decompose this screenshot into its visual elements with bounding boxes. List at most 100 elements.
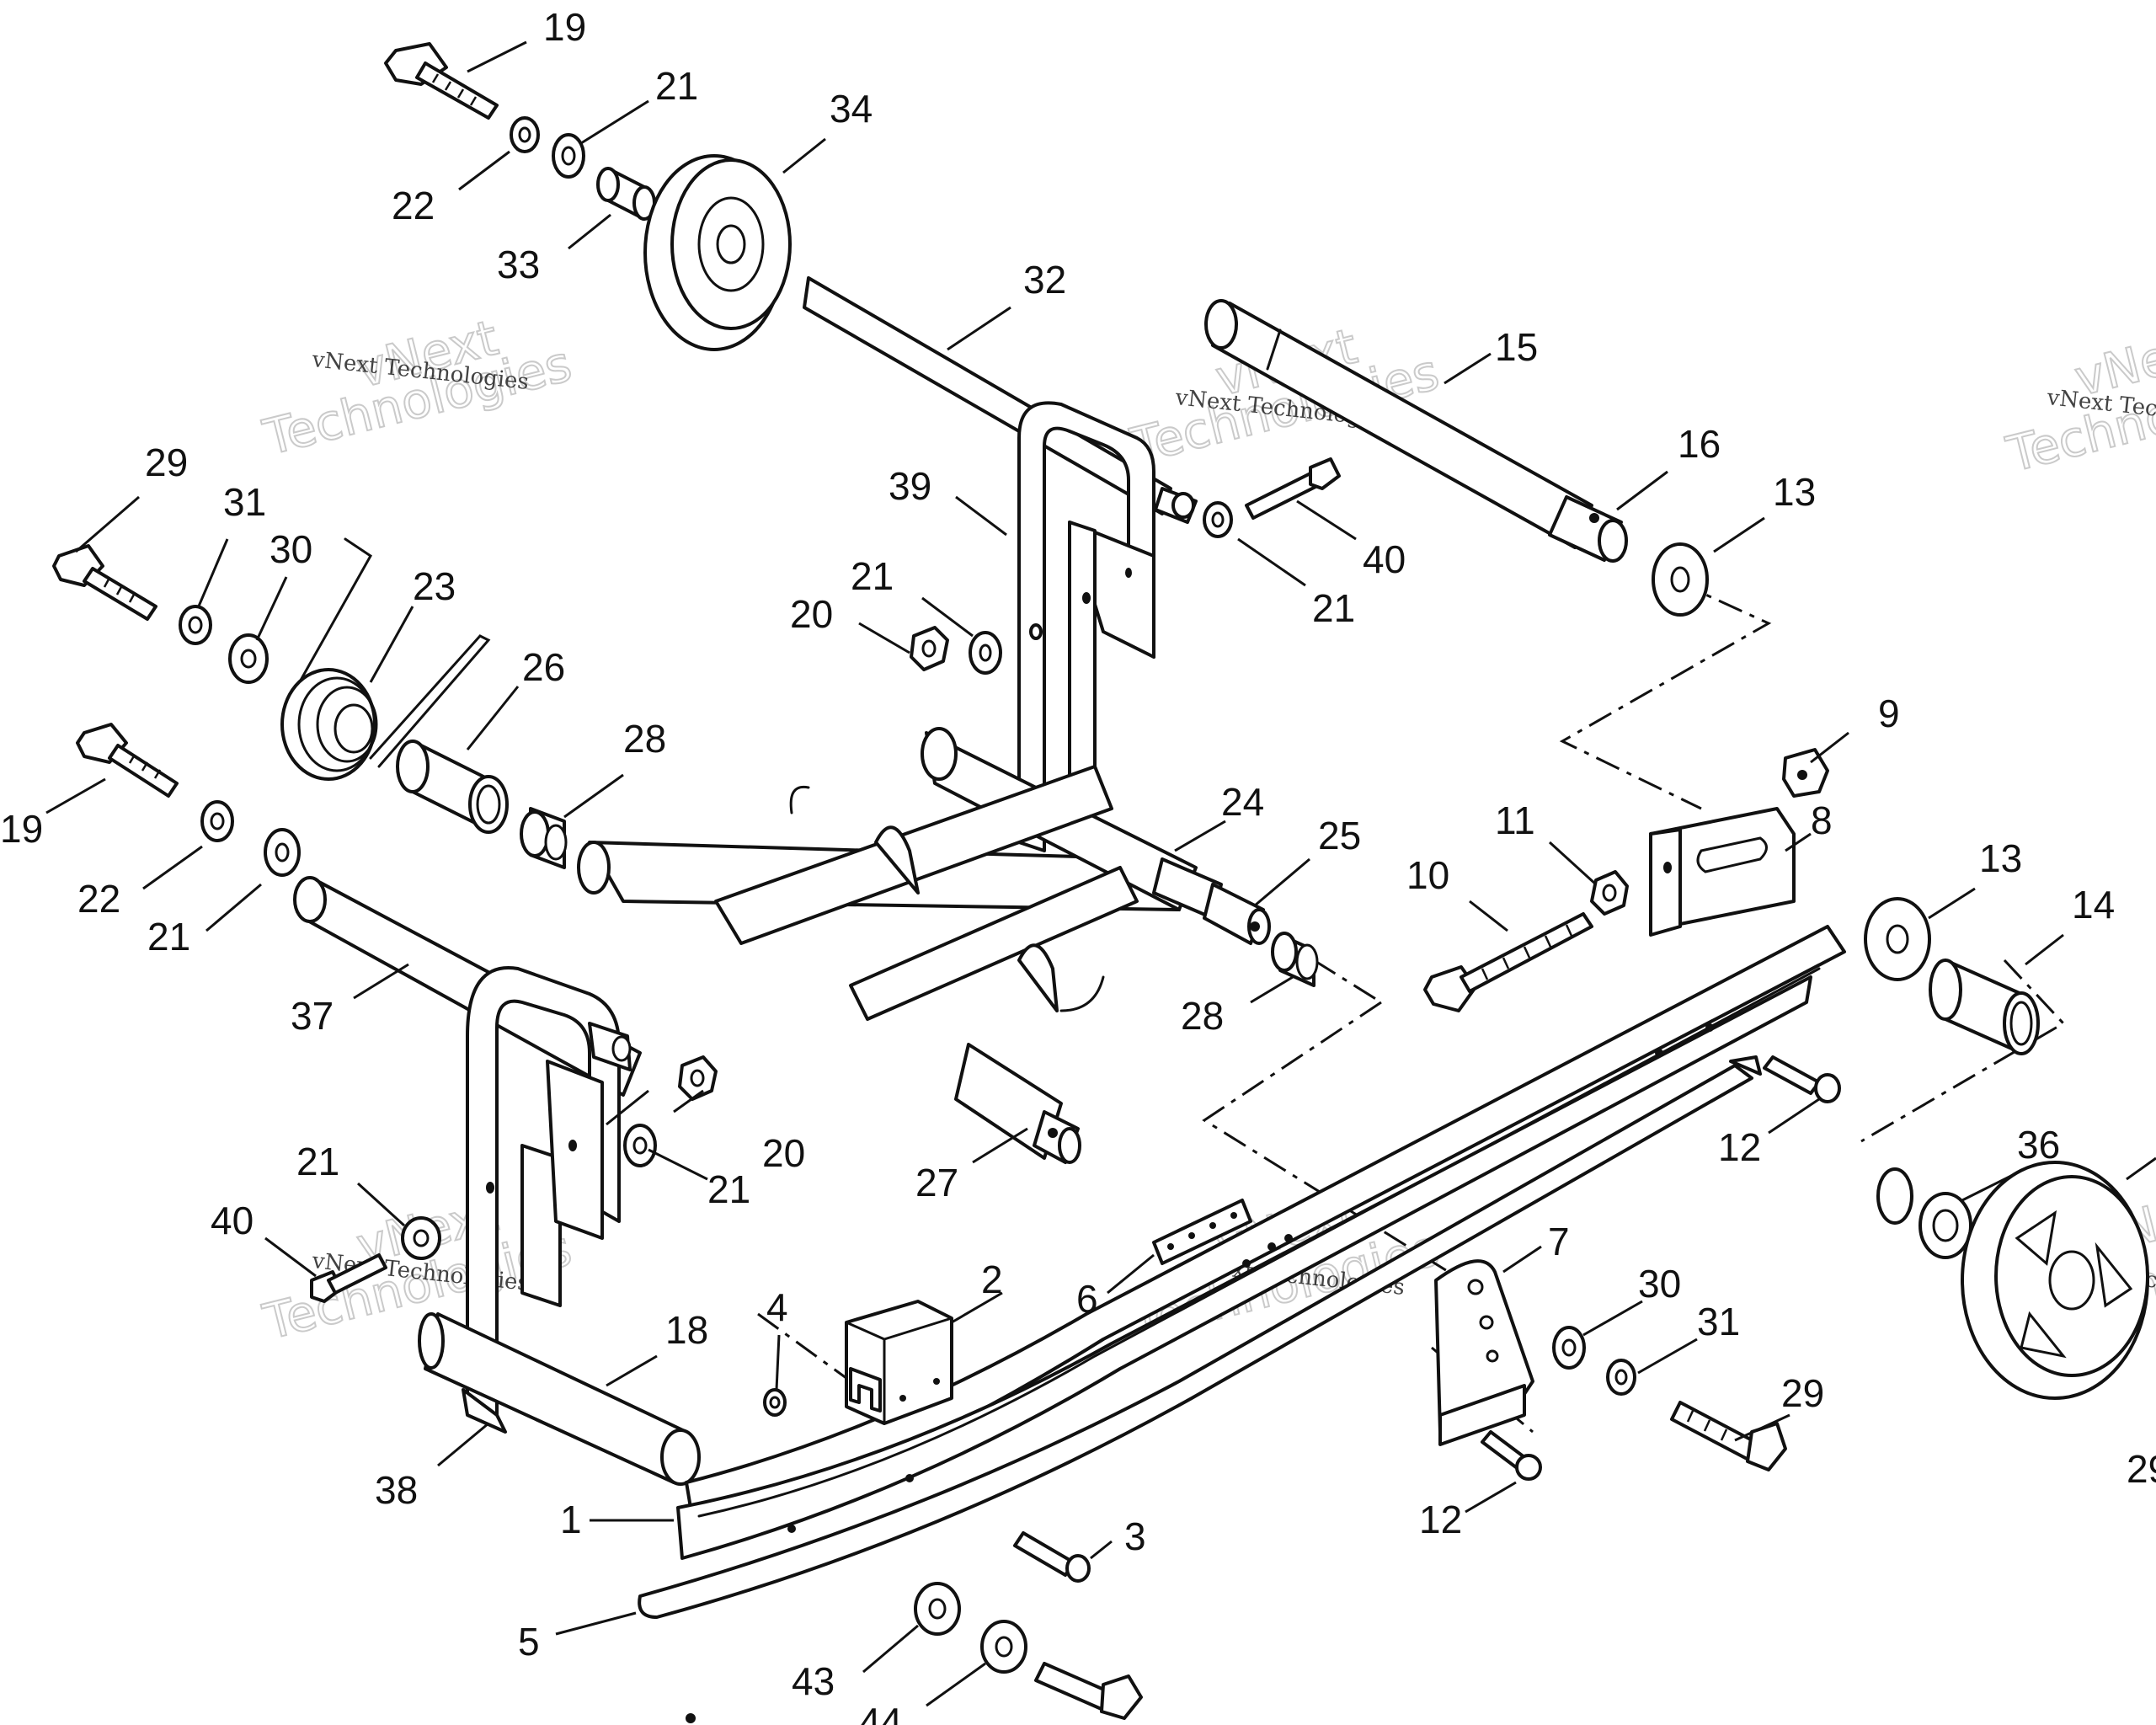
bolt-12-lower <box>1481 1430 1542 1481</box>
callout-numbers: 19 21 34 22 33 32 15 16 13 39 40 21 21 2… <box>0 5 2156 1725</box>
callout-13-top: 13 <box>1773 470 1816 514</box>
callout-5: 5 <box>518 1620 540 1664</box>
plate-6 <box>1152 1199 1252 1265</box>
callout-40-top: 40 <box>1363 537 1406 581</box>
callout-21-left: 21 <box>147 915 190 959</box>
washer-43 <box>914 1582 961 1636</box>
callout-1: 1 <box>560 1498 582 1541</box>
bolt-19-left <box>76 723 179 798</box>
callout-6: 6 <box>1076 1277 1098 1321</box>
callout-32: 32 <box>1023 258 1066 302</box>
callout-4: 4 <box>766 1285 788 1329</box>
nut-11 <box>1590 870 1629 916</box>
nut-20-lower <box>678 1055 718 1101</box>
callout-19-top: 19 <box>543 5 586 49</box>
callout-29-right: 29 <box>1781 1371 1824 1415</box>
callout-7: 7 <box>1548 1220 1570 1263</box>
callout-12-lower: 12 <box>1419 1498 1462 1541</box>
callout-26: 26 <box>522 645 565 689</box>
bolt-19-top <box>384 42 499 120</box>
shaft-end-16 <box>1548 495 1628 563</box>
callout-13-right: 13 <box>1979 836 2022 880</box>
bushing-28-left <box>520 807 568 869</box>
lock-washer-22-left <box>200 800 234 842</box>
slider-block-2 <box>845 1300 953 1425</box>
bracket-8 <box>1649 807 1796 937</box>
callout-28-left: 28 <box>623 717 666 761</box>
bracket-7 <box>1434 1259 1534 1446</box>
callout-16: 16 <box>1678 422 1721 466</box>
bolt-29-bottom <box>1034 1662 1143 1720</box>
callout-11: 11 <box>1495 798 1535 842</box>
cross-frame-24 <box>577 727 1271 1021</box>
watermark-right-top: vNext Technologies vNext Technologies <box>2000 317 2156 484</box>
crossbar-18 <box>418 1312 701 1486</box>
bolt-29-left <box>52 544 157 621</box>
callout-25: 25 <box>1318 814 1361 857</box>
callout-22-left: 22 <box>77 877 120 921</box>
nut-9 <box>1782 748 1829 798</box>
reference-dot <box>686 1713 696 1723</box>
callout-39: 39 <box>889 464 931 508</box>
flat-washer-21-top <box>552 133 585 179</box>
bracket-39 <box>1017 401 1155 852</box>
washer-21-mid <box>969 631 1002 675</box>
nut-20-mid <box>910 626 949 671</box>
callout-22-top: 22 <box>392 184 435 227</box>
callout-20-mid: 20 <box>790 592 833 636</box>
lock-washer-31-left <box>179 605 212 645</box>
callout-8: 8 <box>1811 798 1833 842</box>
callout-37: 37 <box>291 994 334 1038</box>
callout-23: 23 <box>413 564 456 608</box>
leader-lines <box>45 40 2156 1707</box>
bolt-12-upper <box>1763 1055 1841 1103</box>
spacer-14 <box>1929 959 2040 1055</box>
callout-21-lower-mid: 21 <box>707 1167 750 1211</box>
torsion-spring-23 <box>280 537 491 781</box>
washer-13-top <box>1652 542 1709 617</box>
bolt-40-top <box>1245 457 1341 520</box>
bolt-end-mid <box>1029 623 1043 640</box>
callout-30-left: 30 <box>270 527 312 571</box>
callout-21-top: 21 <box>655 64 698 108</box>
circlip-36 <box>1876 1167 1913 1225</box>
assembly-dash-lines <box>757 579 2066 1438</box>
callout-31-left: 31 <box>223 480 266 524</box>
bearing-36 <box>1919 1192 1972 1259</box>
bushing-26 <box>396 740 509 834</box>
callout-18: 18 <box>665 1308 708 1352</box>
callout-2: 2 <box>981 1258 1003 1301</box>
callout-14: 14 <box>2072 883 2115 927</box>
lock-washer-22-top <box>510 116 540 153</box>
callout-29-edge: 29 <box>2127 1447 2156 1491</box>
bushing-28-right <box>1271 932 1319 987</box>
watermark-left-top: vNext Technologies vNext Technologies <box>257 308 578 467</box>
callout-19-left: 19 <box>0 807 43 851</box>
callout-15: 15 <box>1495 325 1538 369</box>
callout-33: 33 <box>497 243 540 286</box>
lock-washer-31-right <box>1606 1359 1636 1396</box>
washer-4 <box>763 1388 787 1417</box>
callout-30-right: 30 <box>1638 1262 1681 1306</box>
bracket-38 <box>462 966 632 1434</box>
callout-21-lower-left: 21 <box>296 1140 339 1183</box>
callout-20-lower: 20 <box>762 1131 805 1175</box>
callout-40-lower: 40 <box>211 1199 253 1242</box>
callout-44: 44 <box>859 1700 902 1725</box>
callout-24: 24 <box>1221 780 1264 824</box>
flat-washer-21-left <box>264 828 301 877</box>
idler-wheel-right <box>1961 1161 2149 1400</box>
callout-34: 34 <box>830 87 873 131</box>
callout-28-right: 28 <box>1181 994 1224 1038</box>
washer-44 <box>980 1620 1027 1674</box>
callout-36: 36 <box>2017 1123 2060 1167</box>
washer-21-lower-left <box>401 1216 441 1260</box>
callout-21-mid: 21 <box>851 554 894 598</box>
callout-43: 43 <box>792 1659 835 1703</box>
callout-10: 10 <box>1406 853 1449 897</box>
bolt-40-lower <box>310 1253 387 1303</box>
shaft-37 <box>293 876 642 1097</box>
wear-strip-5 <box>638 1055 1762 1619</box>
washer-21-mid-right <box>1203 501 1233 538</box>
